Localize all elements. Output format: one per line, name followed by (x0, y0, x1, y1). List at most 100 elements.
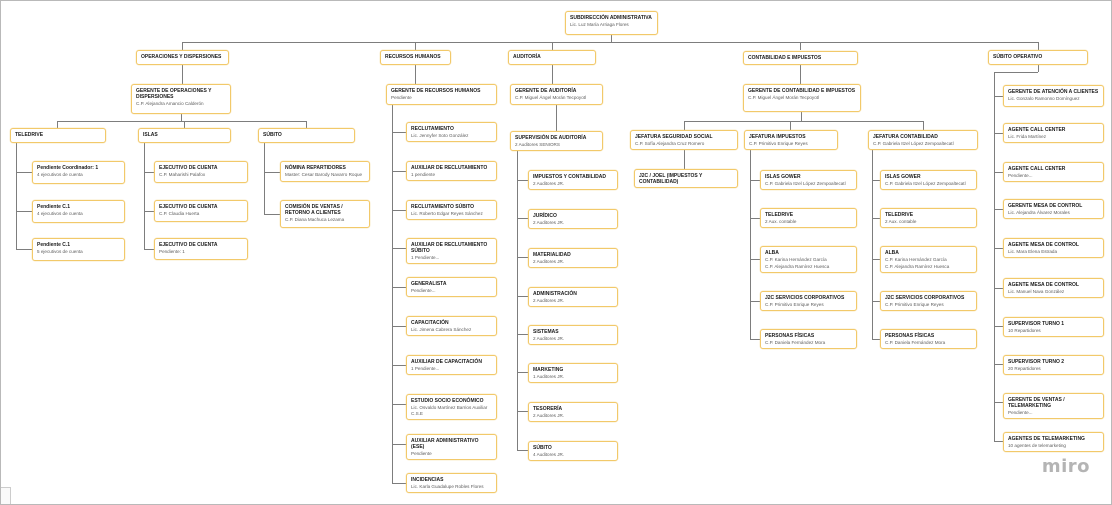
connector-line (750, 147, 751, 339)
org-box-h_subito[interactable]: SÚBITO OPERATIVO (988, 50, 1088, 65)
org-box-subtitle: Lic. Frida Martínez (1008, 134, 1047, 140)
org-box-title: GERENTE DE VENTAS / TELEMARKETING (1008, 397, 1065, 410)
org-box-title: GERENTE DE RECURSOS HUMANOS (391, 88, 481, 94)
connector-line (552, 65, 553, 84)
org-box-subtitle: Lic. Mara Elena Estrada (1008, 249, 1058, 255)
org-box-js1[interactable]: J2C / JOEL (IMPUESTOS Y CONTABILIDAD) (634, 169, 738, 189)
org-box-rh9[interactable]: AUXILIAR ADMINISTRATIVO (ESE)Pendiente (406, 434, 497, 460)
miro-watermark[interactable]: miro (1041, 456, 1090, 477)
org-box-title: SÚBITO OPERATIVO (993, 54, 1043, 60)
connector-line (994, 72, 995, 441)
org-box-subtitle: C.P. Claudia Huerta (159, 211, 200, 217)
org-box-h_rrhh[interactable]: RECURSOS HUMANOS (380, 50, 451, 65)
org-box-subito[interactable]: SÚBITO (258, 128, 355, 143)
org-box-teledrive[interactable]: TELEDRIVE (10, 128, 106, 143)
org-box-title: GERENTE DE AUDITORÍA (515, 88, 577, 94)
connector-line (994, 248, 1003, 249)
connector-line (517, 334, 528, 335)
org-box-subtitle: 5 ejecutivos de cuenta (37, 249, 83, 255)
org-box-h_contabilidad[interactable]: CONTABILIDAD E IMPUESTOS (743, 51, 858, 65)
org-box-title: SUBDIRECCIÓN ADMINISTRATIVA (570, 15, 652, 21)
connector-line (994, 96, 1003, 97)
org-box-title: GERENTE DE OPERACIONES Y DISPERSIONES (136, 88, 212, 101)
org-box-title: J2C SERVICIOS CORPORATIVOS (765, 295, 845, 301)
connector-line (994, 402, 1003, 403)
connector-line (994, 288, 1003, 289)
connector-line (1038, 42, 1039, 50)
org-box-title: Pendiente C.1 (37, 242, 71, 248)
org-box-subtitle: C.P. Alejandra Amancio Calderón (136, 101, 204, 107)
org-box-title: AUXILIAR DE RECLUTAMIENTO SÚBITO (411, 242, 488, 255)
org-box-islas[interactable]: ISLAS (138, 128, 231, 143)
org-box-h_operaciones[interactable]: OPERACIONES Y DISPERSIONES (136, 50, 229, 65)
connector-line (16, 143, 17, 249)
org-box-title: ALBA (765, 250, 779, 256)
connector-line (182, 42, 1038, 43)
org-box-title: Pendiente C.1 (37, 204, 71, 210)
org-box-title: AUXILIAR DE RECLUTAMIENTO (411, 165, 488, 171)
org-box-subtitle: Pendiente (411, 451, 432, 457)
org-box-subtitle: 2 Auditores JR. (533, 413, 565, 419)
org-box-subtitle: Pendiente... (1008, 173, 1033, 179)
org-box-h_auditoria[interactable]: AUDITORÍA (508, 50, 596, 65)
org-box-subtitle: Master: Cesar Barody Navarro Roque (285, 172, 363, 178)
connector-line (552, 42, 553, 50)
org-box-subtitle: Lic. Osvaldo Martínez Barrios Auxiliar C… (411, 405, 488, 416)
org-box-title: ISLAS (143, 132, 158, 138)
